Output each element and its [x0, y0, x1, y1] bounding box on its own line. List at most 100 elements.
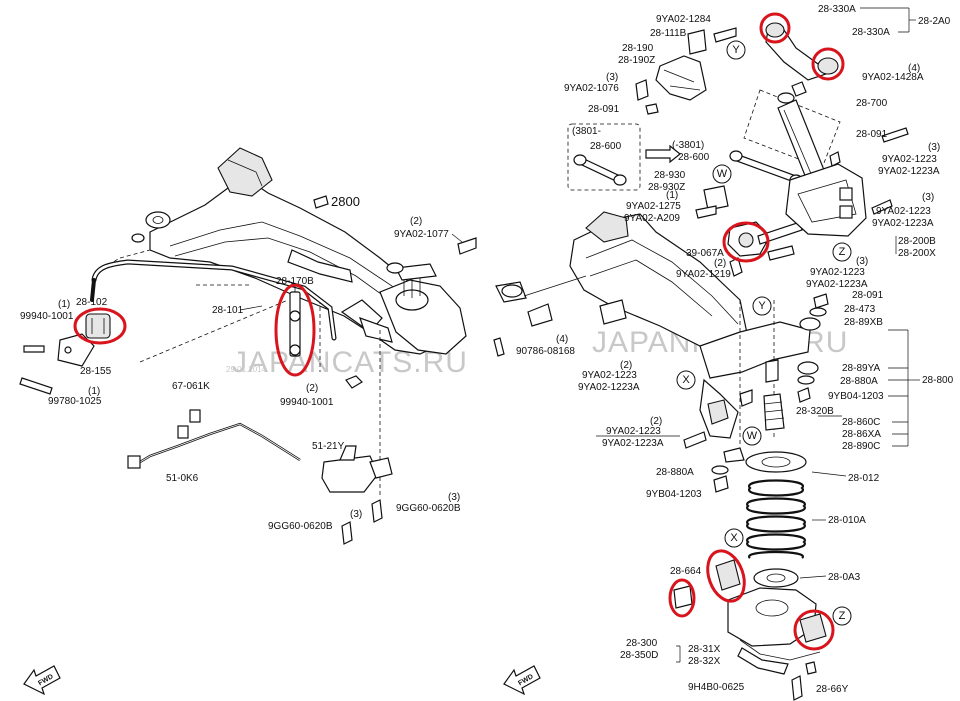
- left-crossmember-assembly: [95, 147, 467, 498]
- stabilizer-bushing-assembly: [19, 313, 111, 395]
- height-sensor: [321, 455, 379, 493]
- label-28-190: 28-190: [622, 43, 654, 54]
- left-mount-bushing: [145, 211, 171, 229]
- label-28-473: 28-473: [844, 304, 876, 315]
- label-28-155: 28-155: [80, 366, 112, 377]
- callout-y-top: Y: [726, 40, 746, 60]
- callout-z-top: Z: [832, 242, 852, 262]
- highlight-bushing-28-664: [706, 549, 746, 603]
- label-28-091a: 28-091: [588, 104, 620, 115]
- bracket-28-190: [655, 55, 707, 101]
- lateral-link-assembly: [567, 123, 803, 191]
- callout-w-top: W: [712, 164, 732, 184]
- label-9ya02-1223-b-qty: (3): [922, 192, 934, 203]
- label-28-0a3: 28-0A3: [828, 572, 861, 583]
- bump-stop-28-111b: [687, 29, 707, 55]
- bracket-28-350d: [737, 647, 789, 675]
- label-9ya02-1223-b: 9YA02-1223: [876, 206, 931, 217]
- label-28-200b: 28-200B: [898, 236, 936, 247]
- highlight-stabilizer-link: [274, 283, 316, 377]
- label-28-600: 28-600: [678, 152, 710, 163]
- label-28-930z: 28-930Z: [648, 182, 685, 193]
- highlight-ball-joint: [722, 221, 770, 263]
- bump-stop-28-320b: [763, 393, 785, 431]
- label-28-700: 28-700: [856, 98, 888, 109]
- label-28-890c: 28-890C: [842, 441, 880, 452]
- bushing-28-89ya: [797, 361, 819, 375]
- label-28-66y: 28-66Y: [816, 684, 849, 695]
- callout-x-low: X: [724, 528, 744, 548]
- label-28-190z: 28-190Z: [618, 55, 655, 66]
- label-28-89xb: 28-89XB: [844, 317, 883, 328]
- bolt-9ya02-1076: [635, 79, 649, 101]
- label-28-200x: 28-200X: [898, 248, 936, 259]
- label-28-102: 28-102: [76, 297, 108, 308]
- label-9yb04-1203-1: 9YB04-1203: [828, 391, 884, 402]
- nut-28-091-mid: [829, 151, 841, 167]
- lower-arm: [699, 321, 811, 379]
- nut-28-66y: [805, 661, 817, 675]
- bolt-9ya02-1077: [457, 237, 477, 255]
- stabilizer-bar: [90, 259, 337, 341]
- label-9ya02-1219: 9YA02-1219: [676, 269, 731, 280]
- label-2800: 2800: [331, 194, 360, 209]
- label-9ya02-1223-e: 9YA02-1223: [606, 426, 661, 437]
- svg-text:Y: Y: [732, 44, 740, 56]
- lower-knuckle-assembly: [673, 559, 827, 701]
- arrow-variant-icon: [645, 144, 681, 164]
- bolt-9ya02-1223-e: [683, 431, 707, 449]
- label-9ya02-1428a-qty: (4): [908, 63, 920, 74]
- nut-99940-1001-right: [345, 375, 363, 389]
- label-28-101: 28-101: [212, 305, 244, 316]
- bolt-9ya02-1223-a: [881, 127, 909, 143]
- label-9gg60-0620b-left: 9GG60-0620B: [268, 521, 333, 532]
- label-99780-1025-qty: (1): [88, 386, 100, 397]
- label-9ya02-1077: 9YA02-1077: [394, 229, 449, 240]
- variant-box-3801: [567, 123, 641, 191]
- label-28-930: 28-930: [654, 170, 686, 181]
- label-28-300: 28-300: [626, 638, 658, 649]
- label-28-600-box: 28-600: [590, 141, 622, 152]
- label-9ya02-1223a-b: 9YA02-1223A: [872, 218, 934, 229]
- label-28-880a-2: 28-880A: [656, 467, 694, 478]
- label-51-21y: 51-21Y: [312, 441, 345, 452]
- label-9gg60-0620b-left-qty: (3): [350, 509, 362, 520]
- nut-9yb04-1203-low: [713, 475, 729, 493]
- label-28-320b: 28-320B: [796, 406, 834, 417]
- label-67-061k: 67-061K: [172, 381, 210, 392]
- label-28-330a-2: 28-330A: [852, 27, 890, 38]
- clip-67-061k: [189, 409, 201, 423]
- bolt-9ya02-1223-c: [767, 245, 795, 261]
- upper-arm-bushing-a: [765, 22, 785, 38]
- label-28-330a-1: 28-330A: [818, 4, 856, 15]
- label-99940-1001a: 99940-1001: [20, 311, 74, 322]
- nut-28-091-top: [645, 103, 659, 115]
- callout-x-mid: X: [676, 370, 696, 390]
- tag-2800: [313, 195, 329, 209]
- label-9ya02-1223-d: 9YA02-1223: [582, 370, 637, 381]
- bolt-9gg60-0620b-left: [341, 521, 353, 545]
- label-9ya02-1223-a: 9YA02-1223: [882, 154, 937, 165]
- label-9ya02-1223-c-qty: (3): [856, 256, 868, 267]
- svg-text:W: W: [717, 168, 728, 180]
- label-28-89ya: 28-89YA: [842, 363, 881, 374]
- highlight-upper-arm-bushing-b: [811, 47, 845, 81]
- svg-text:Z: Z: [839, 610, 846, 622]
- highlight-knuckle-bushing: [793, 609, 835, 651]
- label-9ya02-1223a-d: 9YA02-1223A: [578, 382, 640, 393]
- label-99780-1025: 99780-1025: [48, 396, 102, 407]
- stabilizer-bracket: [57, 333, 95, 367]
- label-9ya02-1223-a-qty: (3): [928, 142, 940, 153]
- sensor-harness: [139, 422, 301, 464]
- label-9ya02-1077-qty: (2): [410, 216, 422, 227]
- toe-link-assembly: [695, 185, 803, 277]
- fwd-arrow-right-icon: FWD: [503, 665, 541, 696]
- label-28-31x: 28-31X: [688, 644, 721, 655]
- label-28-012: 28-012: [848, 473, 880, 484]
- bolt-28-664: [673, 585, 693, 609]
- label-9ya02-1223-d-qty: (2): [620, 360, 632, 371]
- bolt-9ya02-1284: [713, 27, 737, 43]
- label-9ya02-1223-e-qty: (2): [650, 416, 662, 427]
- label-9h4b0-0625: 9H4B0-0625: [688, 682, 745, 693]
- stabilizer-link: [289, 284, 301, 357]
